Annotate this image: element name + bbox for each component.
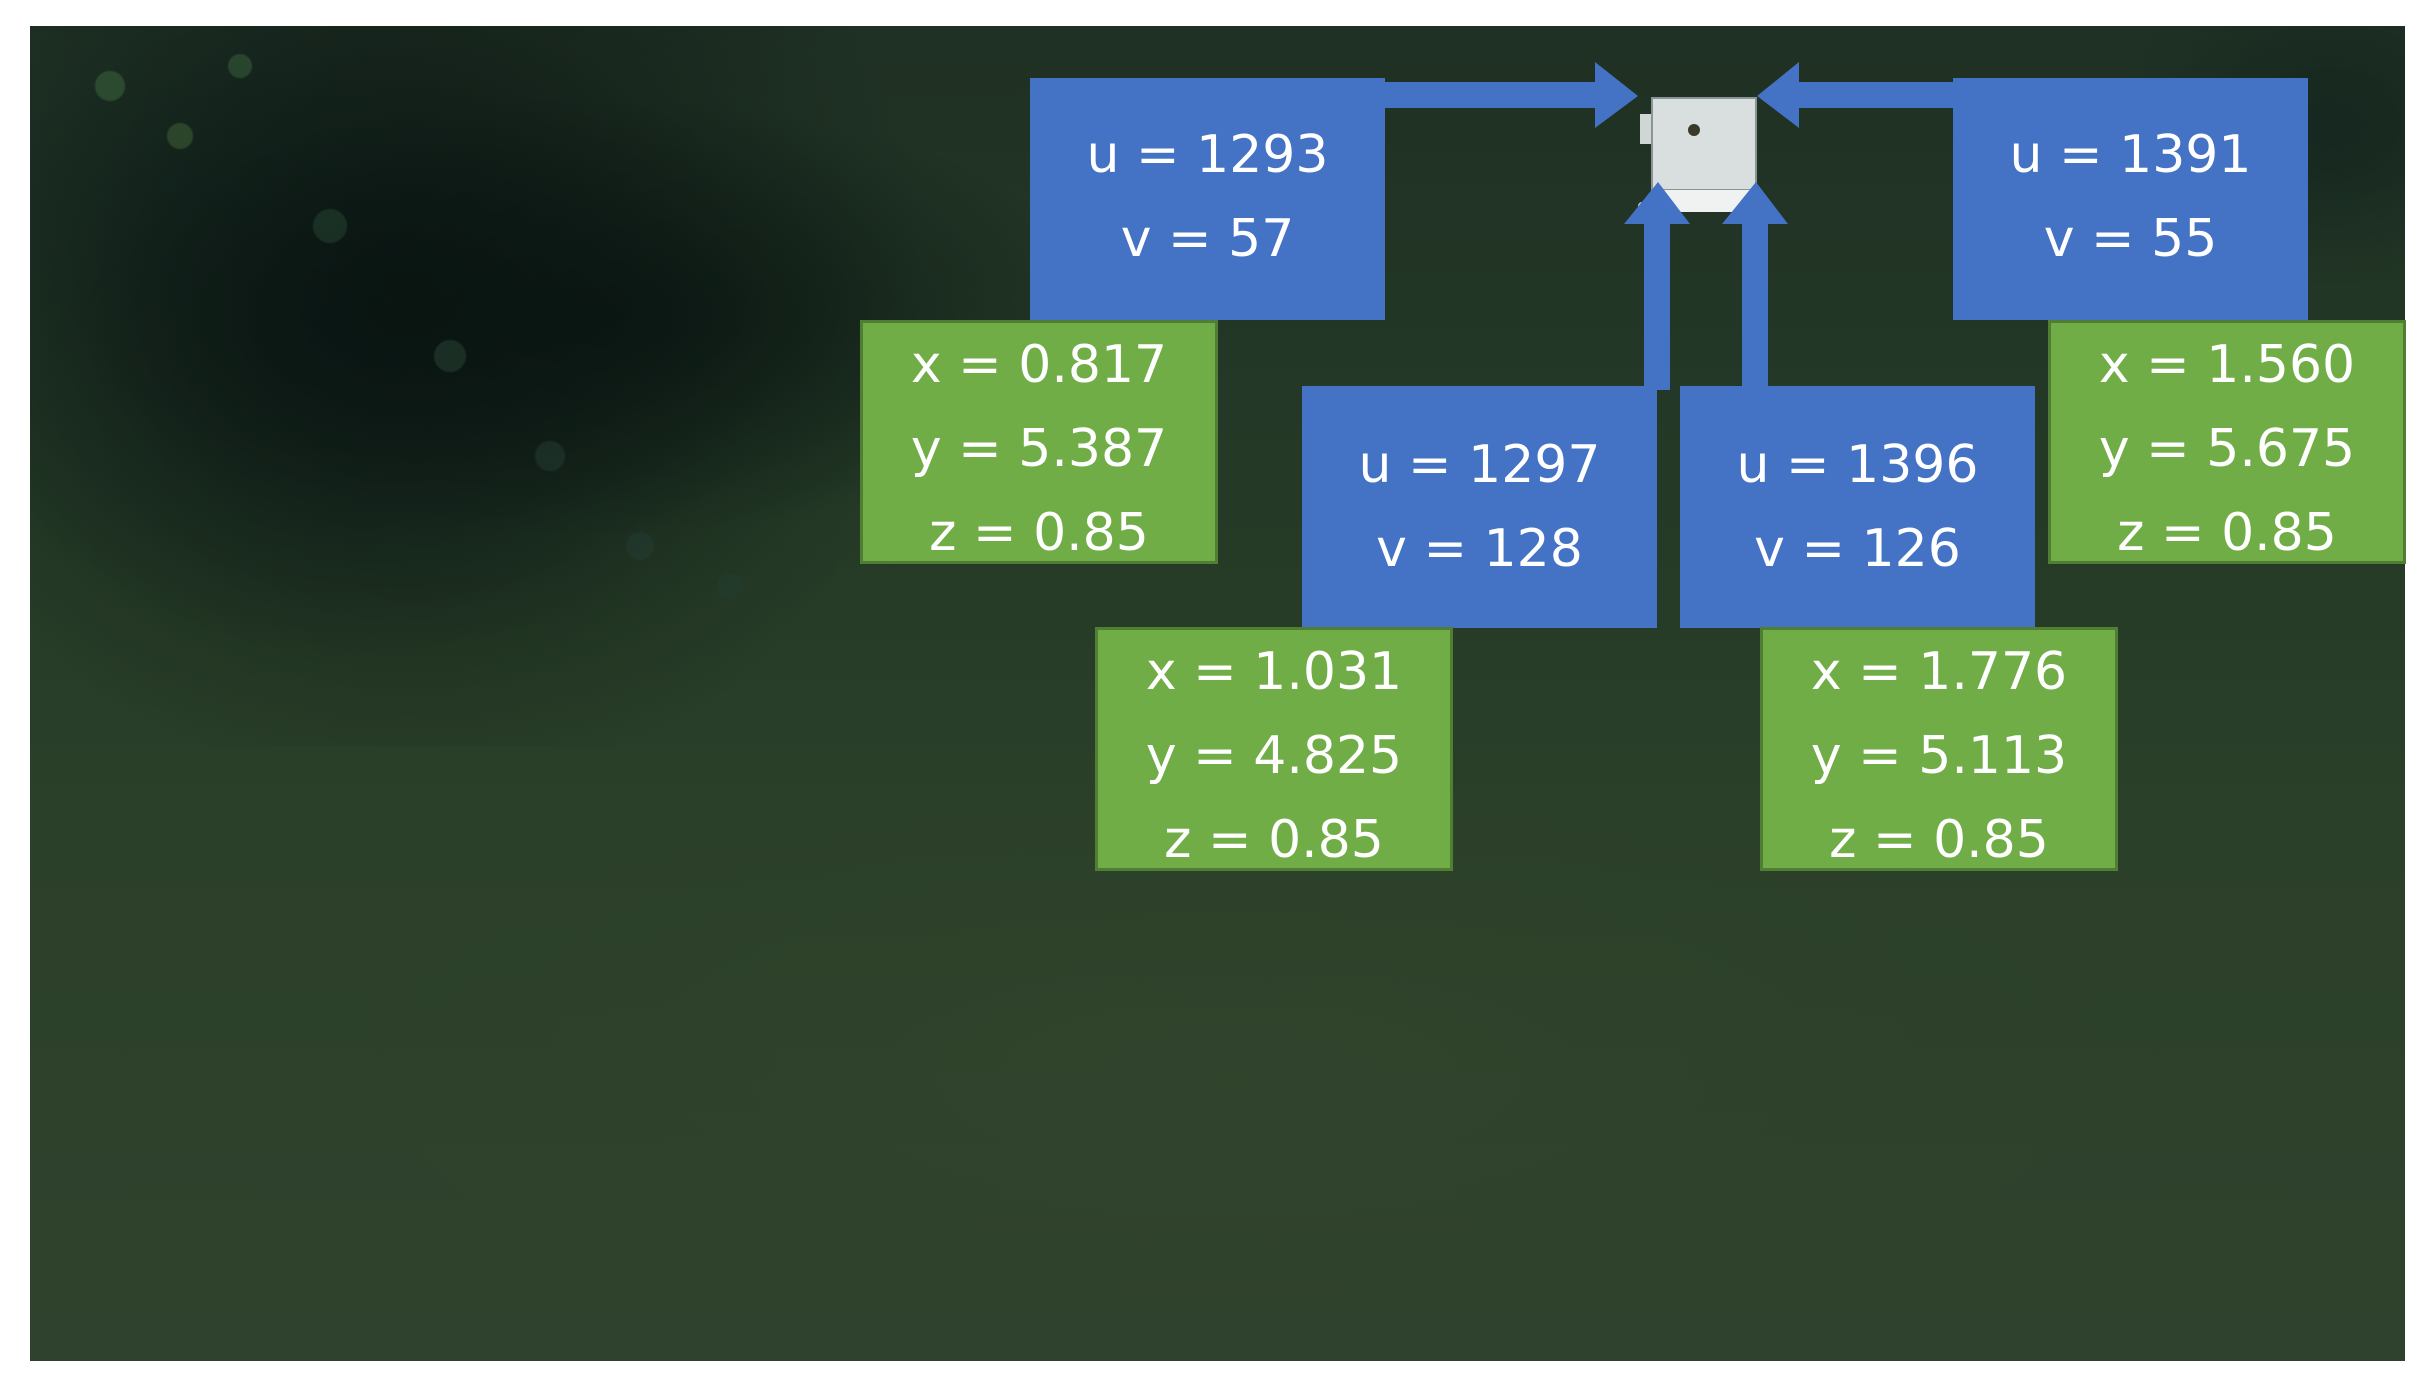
world-coord-box-top-left: x = 0.817 y = 5.387 z = 0.85 [860, 320, 1218, 564]
world-x-label: x = 1.776 [1810, 642, 2068, 702]
pixel-u-label: u = 1396 [1736, 435, 1979, 495]
pixel-u-label: u = 1293 [1086, 125, 1329, 185]
pixel-coord-box-bottom-left: u = 1297 v = 128 [1302, 386, 1657, 628]
world-y-label: y = 4.825 [1145, 726, 1403, 786]
world-coord-box-bottom-left: x = 1.031 y = 4.825 z = 0.85 [1095, 627, 1453, 871]
world-y-label: y = 5.387 [910, 419, 1168, 479]
pixel-u-label: u = 1297 [1358, 435, 1601, 495]
pixel-v-label: v = 55 [2043, 209, 2218, 269]
pixel-coord-box-top-left: u = 1293 v = 57 [1030, 78, 1385, 320]
world-x-label: x = 1.031 [1145, 642, 1403, 702]
table-object [1638, 97, 1757, 216]
arrow-to-bottom-left-corner [1624, 182, 1690, 390]
world-z-label: z = 0.85 [1829, 810, 2049, 870]
arrow-to-top-left-corner [1375, 62, 1638, 128]
world-coord-box-bottom-right: x = 1.776 y = 5.113 z = 0.85 [1760, 627, 2118, 871]
world-coord-box-top-right: x = 1.560 y = 5.675 z = 0.85 [2048, 320, 2406, 564]
pixel-v-label: v = 126 [1754, 519, 1961, 579]
arrow-to-top-right-corner [1757, 62, 1955, 128]
world-y-label: y = 5.675 [2098, 419, 2356, 479]
world-z-label: z = 0.85 [1164, 810, 1384, 870]
pixel-coord-box-bottom-right: u = 1396 v = 126 [1680, 386, 2035, 628]
arrow-to-bottom-right-corner [1722, 182, 1788, 390]
pixel-v-label: v = 57 [1120, 209, 1295, 269]
world-y-label: y = 5.113 [1810, 726, 2068, 786]
world-x-label: x = 1.560 [2098, 335, 2356, 395]
pixel-v-label: v = 128 [1376, 519, 1583, 579]
world-x-label: x = 0.817 [910, 335, 1168, 395]
pixel-u-label: u = 1391 [2009, 125, 2252, 185]
world-z-label: z = 0.85 [2117, 503, 2337, 563]
world-z-label: z = 0.85 [929, 503, 1149, 563]
pixel-coord-box-top-right: u = 1391 v = 55 [1953, 78, 2308, 320]
